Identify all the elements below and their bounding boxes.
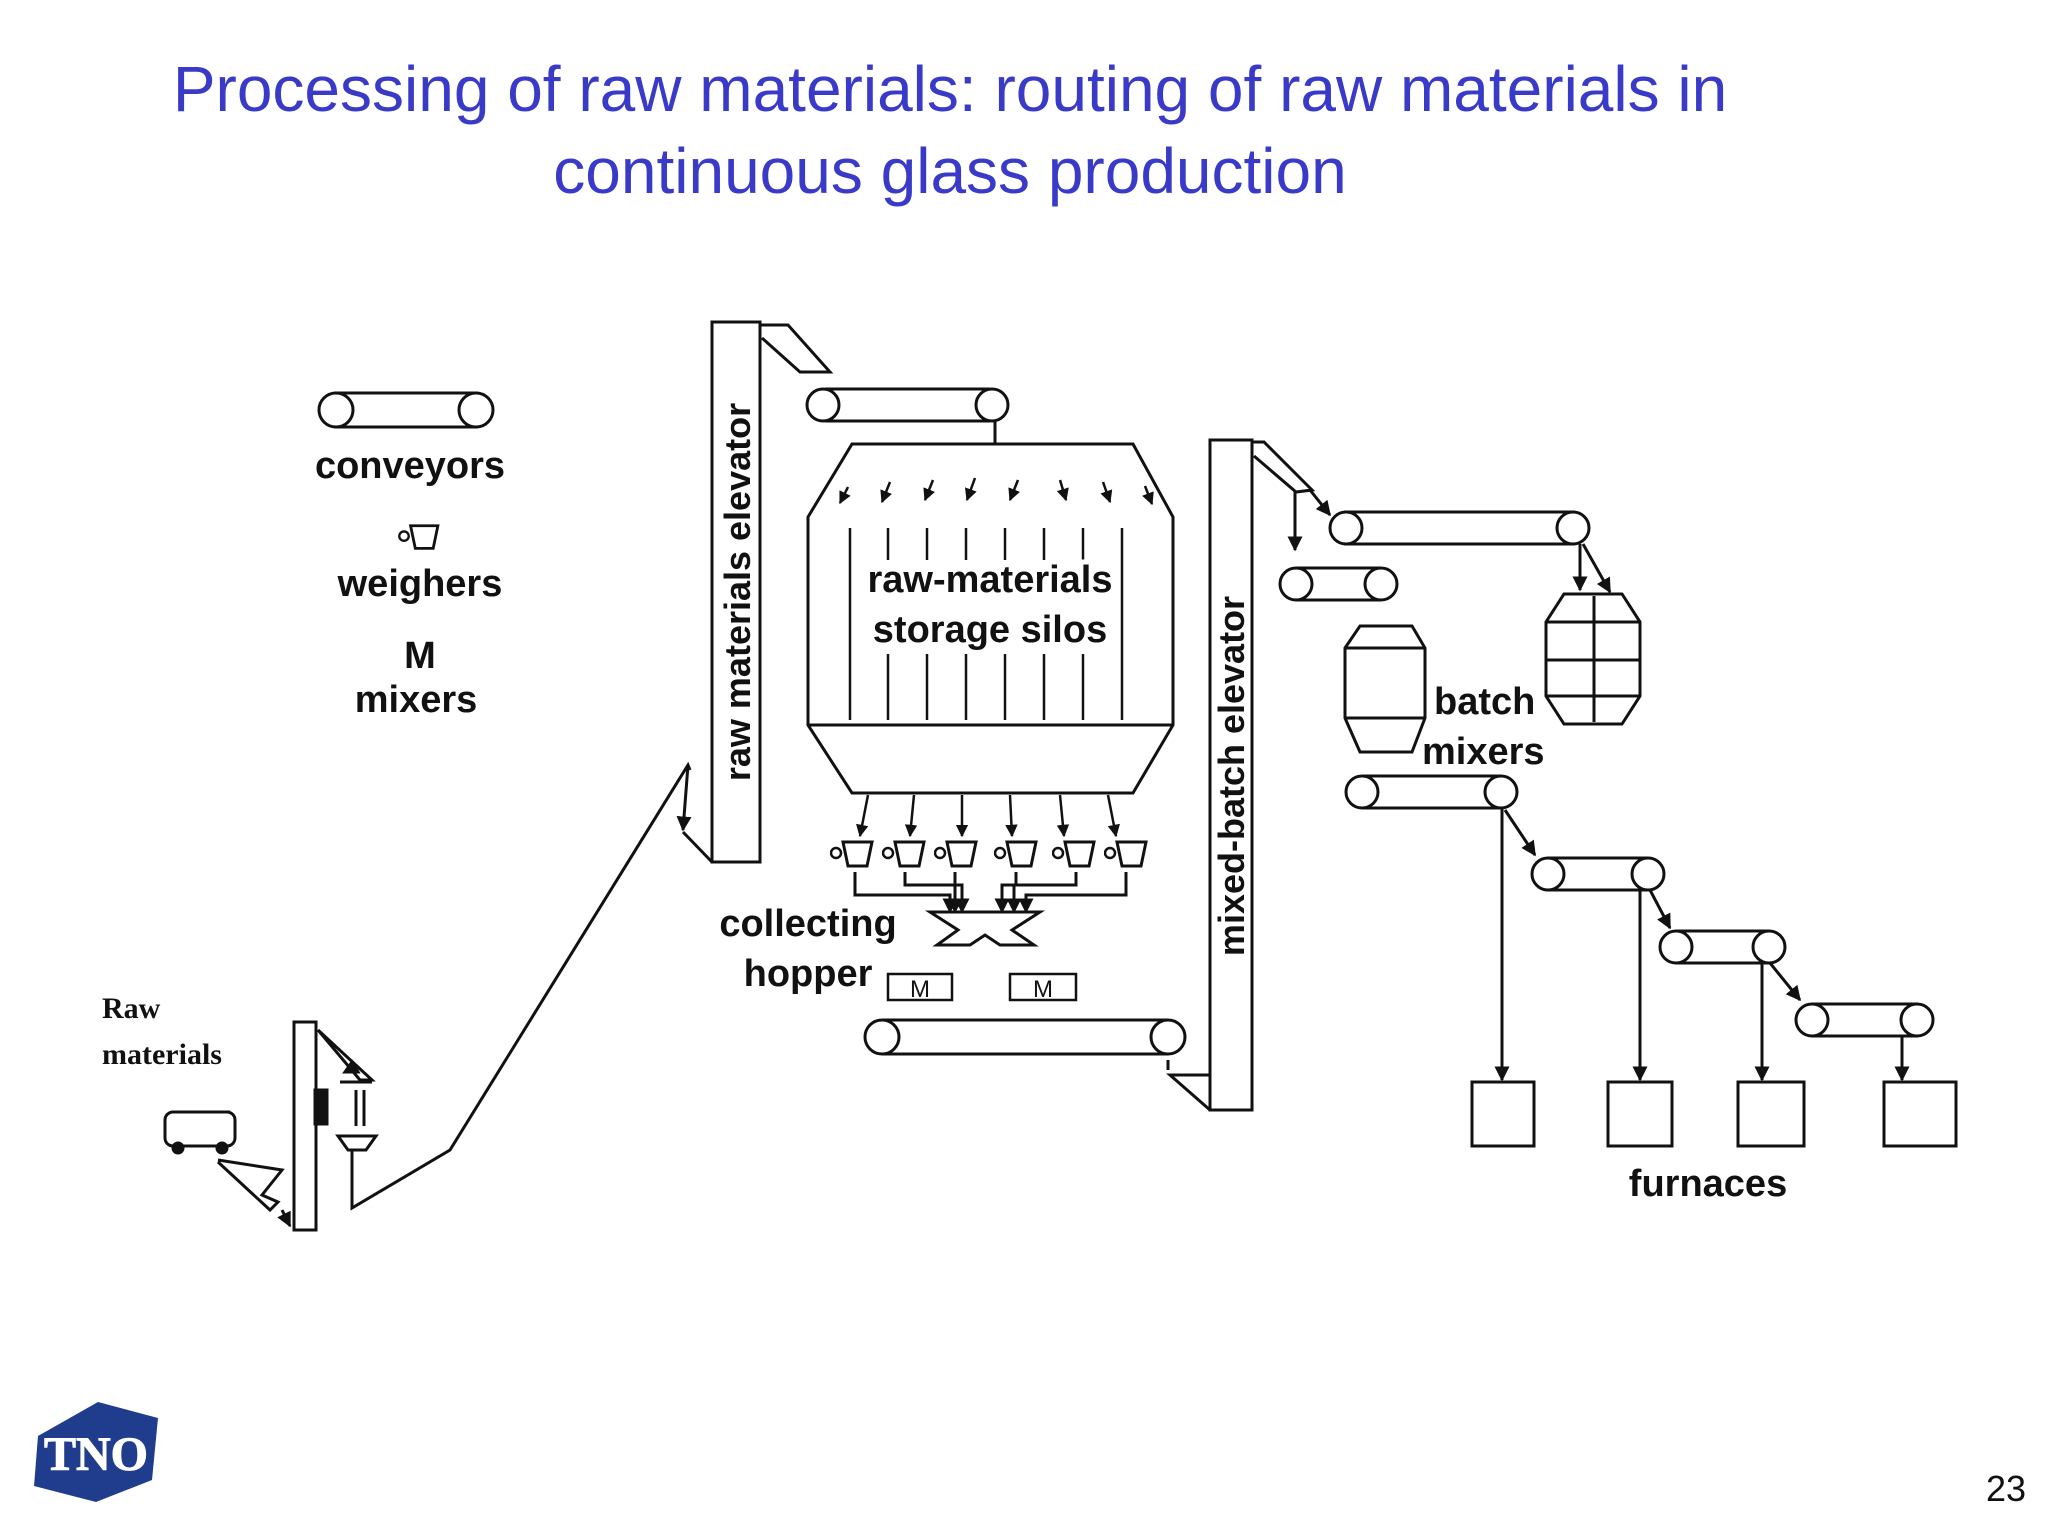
mixer-box-1 (886, 972, 954, 1002)
bucket-elevator-small (292, 761, 692, 1232)
upper-right-conveyor (1328, 510, 1612, 594)
legend-mixers-label: mixers (355, 679, 478, 721)
silo-feed-conveyor (805, 387, 1010, 500)
legend-mixer-symbol: M (404, 635, 436, 677)
silos-label-line-2: storage silos (873, 609, 1107, 651)
collecting-hopper-label-line-1: collecting (719, 903, 896, 945)
tno-logo-text: TNO (44, 1428, 148, 1481)
furnace-3 (1736, 1080, 1806, 1148)
legend-conveyors-label: conveyors (315, 445, 505, 487)
cascade-conveyor-4 (1794, 1002, 1935, 1082)
furnaces-label: furnaces (1629, 1163, 1787, 1205)
legend-weighers-label: weighers (337, 563, 503, 605)
furnace-1 (1470, 1080, 1536, 1148)
mixed-batch-elevator-label: mixed-batch elevator (1211, 596, 1252, 956)
furnace-2 (1606, 1080, 1674, 1148)
batch-mixers-label-line-2: mixers (1422, 731, 1545, 773)
slide-title-line-1: Processing of raw materials: routing of … (172, 53, 1728, 125)
storage-silos (806, 442, 1175, 838)
legend-weigher-icon (398, 524, 440, 550)
short-conveyor (1278, 566, 1399, 602)
cascade-conveyor-1 (1344, 774, 1537, 1082)
tno-logo: TNO (34, 1402, 158, 1502)
feed-hopper-icon (216, 1158, 292, 1228)
raw-materials-label-line-2: materials (102, 1038, 222, 1071)
batch-mixer-1 (1343, 624, 1427, 754)
slide-title-line-2: continuous glass production (553, 135, 1347, 207)
batch-mixer-2 (1544, 592, 1642, 726)
raw-materials-label-line-1: Raw (102, 992, 161, 1025)
raw-materials-elevator-label: raw materials elevator (717, 403, 758, 781)
cascade-conveyor-3 (1658, 929, 1802, 1082)
legend-conveyor-icon (317, 391, 495, 429)
batch-mixers-label-line-1: batch (1434, 681, 1535, 723)
weighers-row (830, 840, 1148, 947)
mixer-box-2-label: M (1033, 976, 1053, 1003)
silos-label-line-1: raw-materials (867, 559, 1112, 601)
lower-conveyor (863, 1018, 1187, 1070)
truck-icon (163, 1110, 237, 1155)
mixer-box-1-label: M (910, 976, 930, 1003)
mixer-box-2 (1008, 972, 1078, 1002)
furnace-4 (1882, 1080, 1958, 1148)
cascade-conveyor-2 (1530, 856, 1672, 1082)
page-number: 23 (1985, 1468, 2026, 1509)
raw-materials-elevator (681, 320, 834, 864)
collecting-hopper-label-line-2: hopper (744, 953, 873, 995)
mixed-batch-elevator (1166, 438, 1332, 1112)
